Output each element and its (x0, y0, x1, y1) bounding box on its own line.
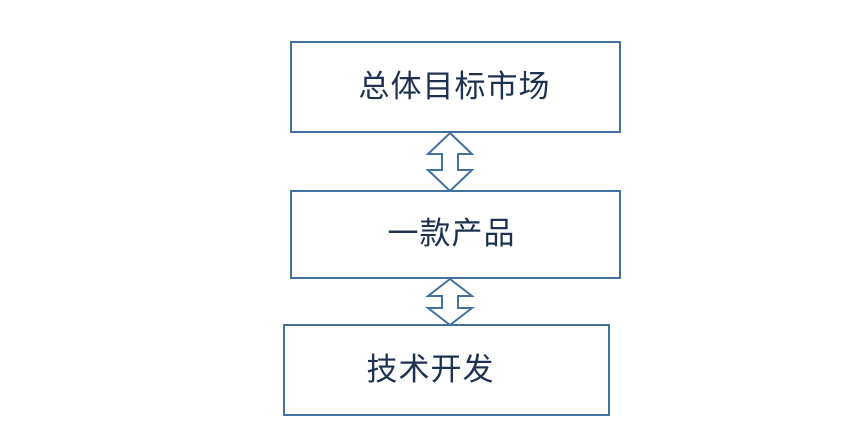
connector-tam-to-product (425, 131, 475, 193)
up-down-arrow-icon (425, 277, 475, 327)
node-label: 总体目标市场 (358, 68, 551, 105)
node-label: 技术开发 (366, 351, 495, 388)
node-box-one-product[interactable]: 一款产品 (290, 190, 621, 279)
node-box-technology-development[interactable]: 技术开发 (283, 324, 610, 416)
connector-product-to-tech (425, 277, 475, 327)
node-label: 一款产品 (387, 216, 516, 253)
up-down-arrow-icon (425, 131, 475, 193)
node-box-total-addressable-market[interactable]: 总体目标市场 (290, 41, 621, 133)
